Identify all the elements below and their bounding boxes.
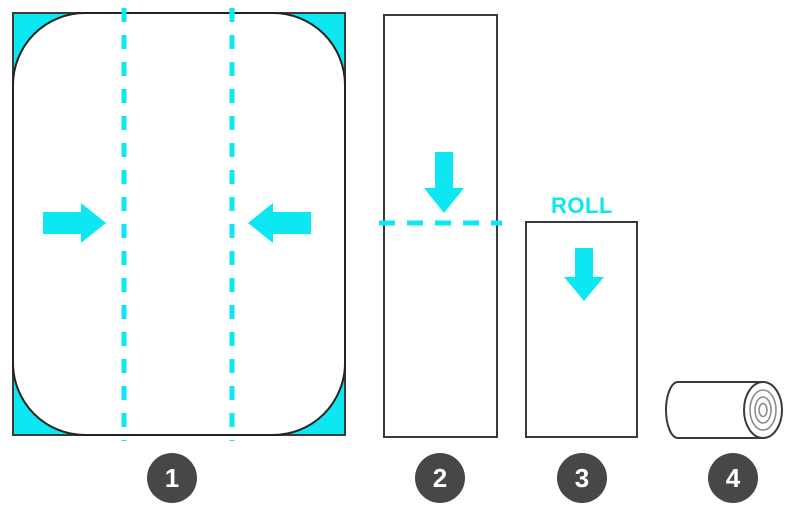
step-2-badge-circle [415,453,465,503]
step-2-group: 2 [379,14,502,503]
step-3-arrow-down-icon [564,248,604,301]
step-4-badge-label: 4 [726,463,741,493]
step-2-strip [383,14,498,438]
step-2-badge-label: 2 [433,463,447,493]
step-3-badge-label: 3 [575,463,589,493]
step-3-badge: 3 [557,453,607,503]
step-4-roll-spiral [743,381,783,439]
step-4-spiral-ring-mid [749,389,777,431]
step-2-badge: 2 [415,453,465,503]
step-1-rounded-sheet [12,12,346,436]
step-4-badge-circle [708,453,758,503]
step-3-group: ROLL 3 [525,193,638,503]
step-1-badge-circle [147,453,197,503]
step-1-badge-label: 1 [165,463,179,493]
step-3-badge-circle [557,453,607,503]
step-4-group: 4 [665,381,783,503]
step-1-badge: 1 [147,453,197,503]
step-4-badge: 4 [708,453,758,503]
step-4-spiral-ring-inner [754,396,772,424]
step-3-roll-label: ROLL [551,193,613,218]
step-1-arrow-right-icon [43,203,106,243]
step-1-arrow-left-icon [248,203,311,243]
step-1-group: 1 [12,8,346,503]
step-2-arrow-down-icon [424,152,464,213]
step-4-spiral-core [758,402,768,418]
